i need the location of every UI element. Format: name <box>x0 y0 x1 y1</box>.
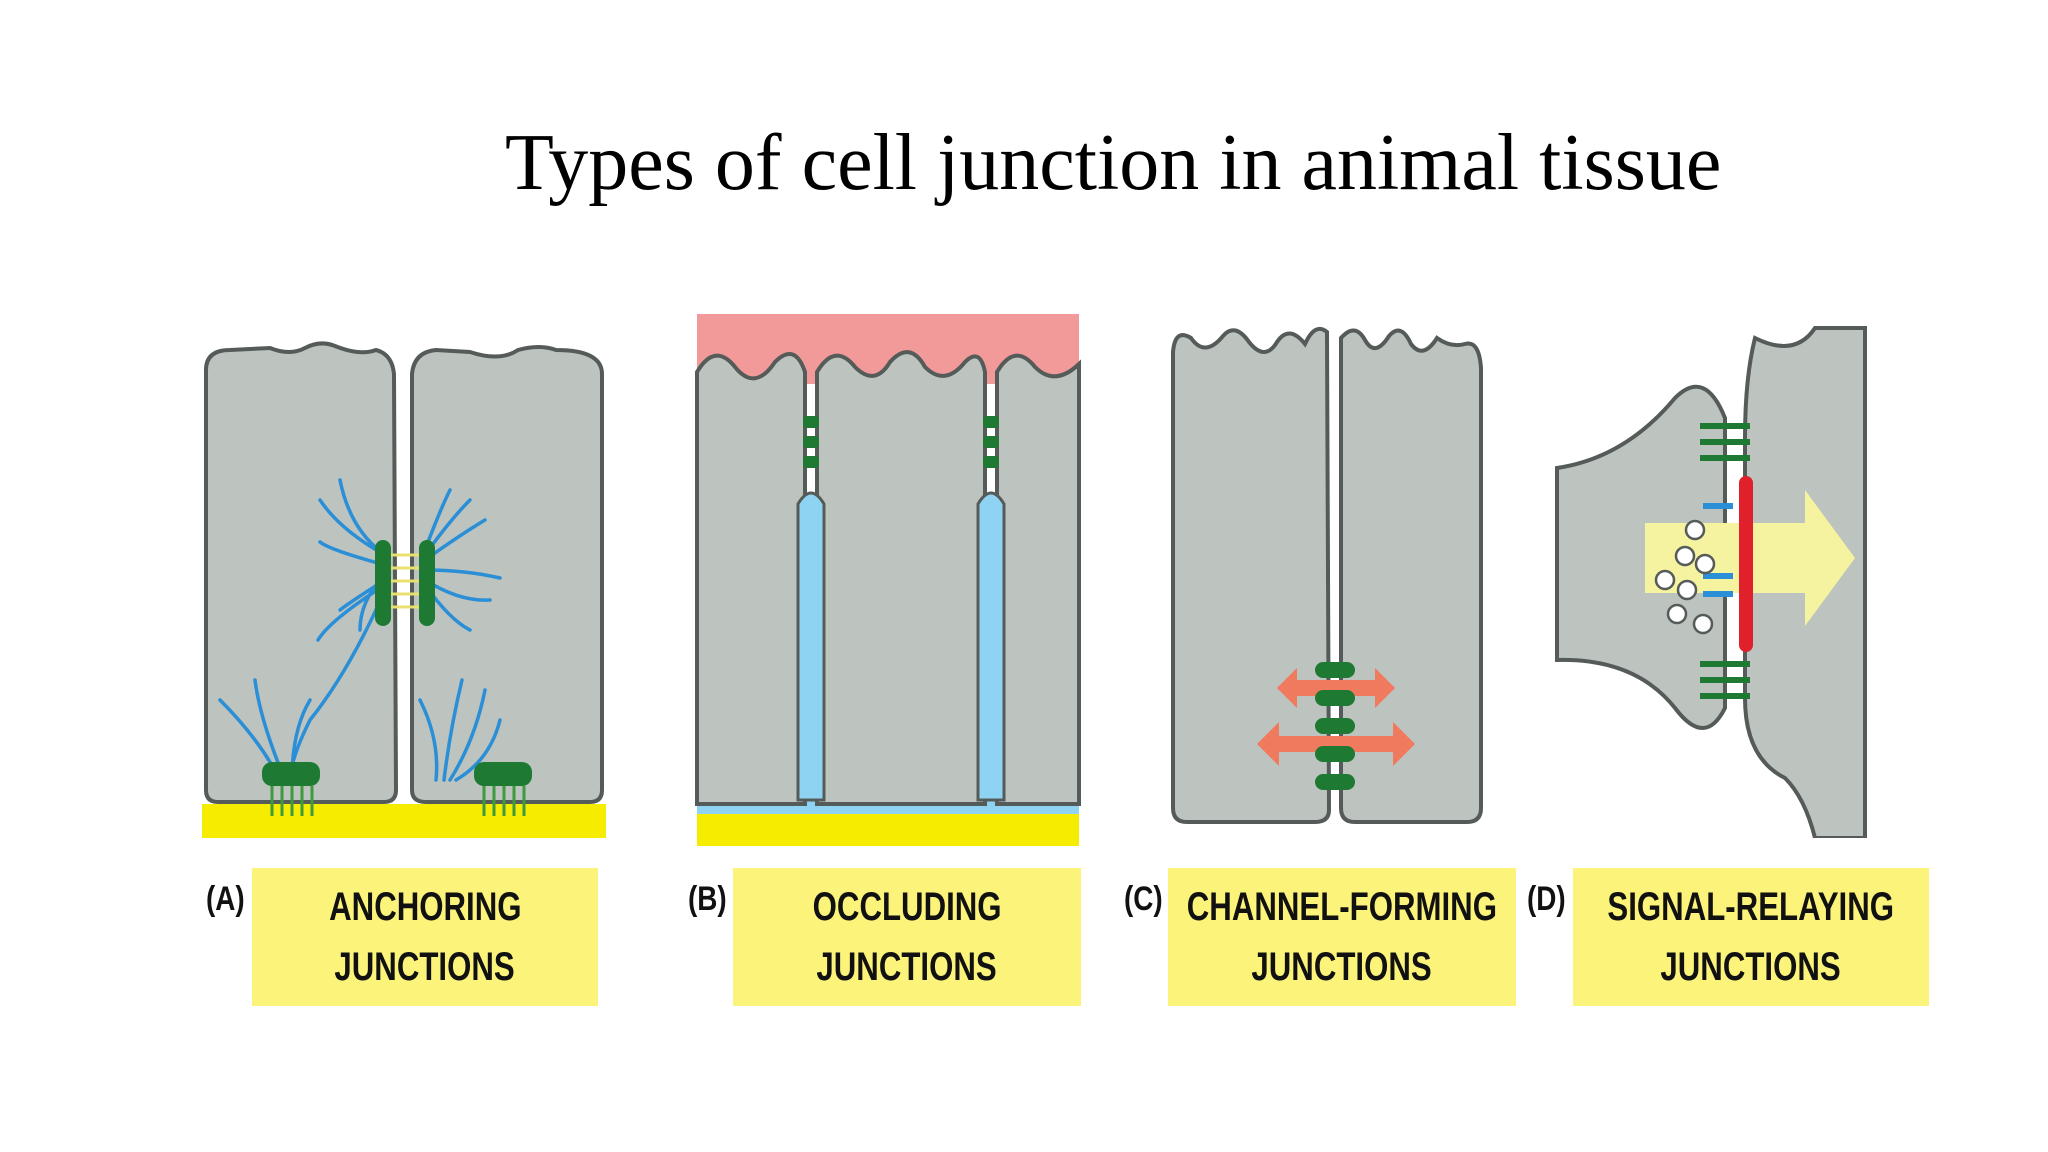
panel-letter-b: (B) <box>688 880 727 918</box>
left-cell <box>204 341 399 804</box>
label-line-1: CHANNEL-FORMING <box>1186 885 1498 929</box>
anchoring-junction-diagram <box>202 341 606 838</box>
label-channel-forming-junctions: CHANNEL-FORMING JUNCTIONS <box>1168 868 1516 1006</box>
label-line-2: JUNCTIONS <box>816 945 998 989</box>
desmosome-plaque-left <box>375 540 391 626</box>
page-title: Types of cell junction in animal tissue <box>505 119 1722 207</box>
label-occluding-junctions: OCCLUDING JUNCTIONS <box>733 868 1081 1006</box>
occluding-junction-diagram <box>695 314 1081 846</box>
desmosome-plaque-right <box>419 540 435 626</box>
paracellular-space-right <box>976 491 1006 802</box>
receptor <box>1739 476 1753 652</box>
basal-lamina <box>202 804 606 838</box>
epithelial-cells <box>695 350 1081 806</box>
label-line-1: ANCHORING <box>328 885 522 929</box>
signal-relaying-junction-diagram <box>1555 326 1867 838</box>
label-line-1: SIGNAL-RELAYING <box>1607 885 1895 929</box>
channel-arrow-upper <box>1277 668 1395 708</box>
label-signal-relaying-junctions: SIGNAL-RELAYING JUNCTIONS <box>1573 868 1929 1006</box>
label-line-2: JUNCTIONS <box>1251 945 1433 989</box>
panel-letter-c: (C) <box>1124 880 1163 918</box>
basal-lamina <box>697 812 1079 846</box>
panel-letter-d: (D) <box>1527 880 1566 918</box>
connexon <box>1315 662 1355 678</box>
hemidesmosome-right <box>474 762 532 786</box>
label-line-2: JUNCTIONS <box>334 945 516 989</box>
channel-arrow-lower <box>1257 722 1415 766</box>
paracellular-space-left <box>796 491 826 802</box>
channel-forming-junction-diagram <box>1171 327 1483 824</box>
label-anchoring-junctions: ANCHORING JUNCTIONS <box>252 868 598 1006</box>
label-line-2: JUNCTIONS <box>1660 945 1842 989</box>
hemidesmosome-left <box>262 762 320 786</box>
right-cell <box>410 345 604 804</box>
panel-letter-a: (A) <box>206 880 245 918</box>
label-line-1: OCCLUDING <box>812 885 1002 929</box>
